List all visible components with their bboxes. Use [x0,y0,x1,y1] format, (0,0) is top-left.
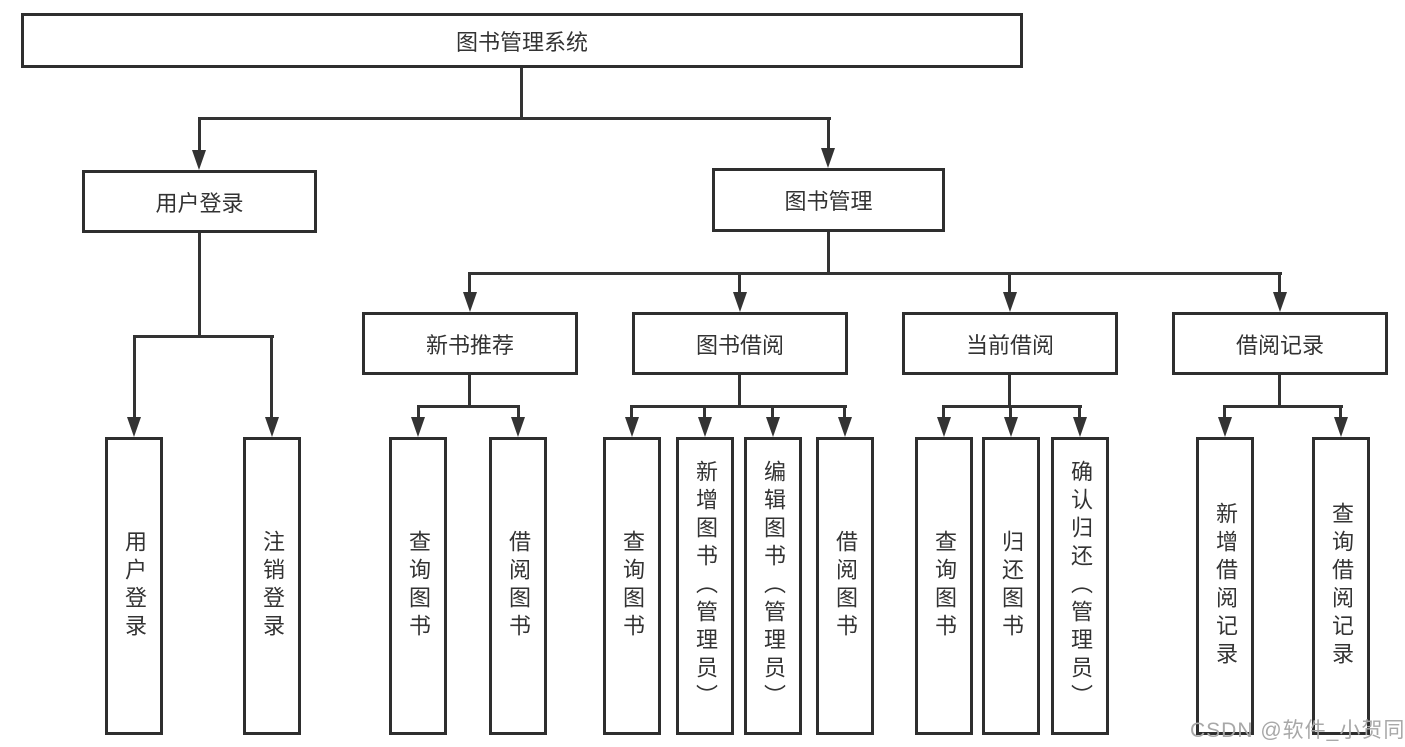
node-label: 新增借阅记录 [1213,502,1238,670]
connector-line [198,117,831,120]
connector-line [1009,405,1012,419]
node-label: 查询图书 [932,530,957,642]
arrowhead-icon [821,148,835,168]
connector-line [943,405,1082,408]
leaf-user-login: 用户登录 [105,437,163,735]
connector-line [827,117,830,152]
arrowhead-icon [766,417,780,437]
arrowhead-icon [1334,417,1348,437]
node-label: 用户登录 [155,190,244,216]
node-label: 新增图书（管理员） [693,460,718,712]
connector-line [630,405,633,419]
connector-line [198,117,201,152]
arrowhead-icon [265,417,279,437]
leaf-query-books-borrowing: 查询图书 [603,437,661,735]
connector-line [703,405,706,419]
arrowhead-icon [1073,417,1087,437]
connector-line [1224,405,1343,408]
node-label: 借阅图书 [833,530,858,642]
connector-line [133,335,136,419]
connector-line [738,272,741,294]
node-label: 查询图书 [620,530,645,642]
leaf-confirm-return-admin: 确认归还（管理员） [1051,437,1109,735]
connector-line [843,405,846,419]
connector-line [517,405,520,419]
csdn-watermark: CSDN @软件_小贺同学 [1190,714,1405,744]
node-borrowing-records: 借阅记录 [1172,312,1388,375]
node-book-management: 图书管理 [712,168,945,232]
connector-line [1278,375,1281,407]
arrowhead-icon [1273,292,1287,312]
arrowhead-icon [463,292,477,312]
arrowhead-icon [625,417,639,437]
leaf-query-borrow-record: 查询借阅记录 [1312,437,1370,735]
arrowhead-icon [192,150,206,170]
connector-line [1008,272,1011,294]
arrowhead-icon [511,417,525,437]
leaf-edit-books-admin: 编辑图书（管理员） [744,437,802,735]
arrowhead-icon [411,417,425,437]
leaf-add-borrow-record: 新增借阅记录 [1196,437,1254,735]
arrowhead-icon [733,292,747,312]
arrowhead-icon [1003,292,1017,312]
node-label: 查询图书 [406,530,431,642]
arrowhead-icon [937,417,951,437]
connector-line [133,335,274,338]
node-label: 归还图书 [999,530,1024,642]
connector-line [942,405,945,419]
connector-line [1223,405,1226,419]
connector-line [468,375,471,407]
connector-line [520,68,523,120]
node-library-system: 图书管理系统 [21,13,1023,68]
node-label: 借阅记录 [1235,332,1324,358]
node-book-borrowing: 图书借阅 [632,312,848,375]
leaf-query-books-current: 查询图书 [915,437,973,735]
node-label: 借阅图书 [506,530,531,642]
node-label: 编辑图书（管理员） [761,460,786,712]
leaf-borrow-books: 借阅图书 [816,437,874,735]
node-label: 图书借阅 [695,332,784,358]
leaf-return-books: 归还图书 [982,437,1040,735]
node-label: 查询借阅记录 [1329,502,1354,670]
connector-line [468,272,1282,275]
node-current-borrowing: 当前借阅 [902,312,1118,375]
node-label: 图书管理 [784,189,873,214]
node-new-book-recommend: 新书推荐 [362,312,578,375]
leaf-logout: 注销登录 [243,437,301,735]
leaf-borrow-books-recommend: 借阅图书 [489,437,547,735]
watermark-text: CSDN @软件_小贺同 [1190,719,1405,742]
arrowhead-icon [838,417,852,437]
connector-line [198,233,201,337]
leaf-query-books-recommend: 查询图书 [389,437,447,735]
connector-line [827,232,830,274]
connector-line [417,405,420,419]
connector-line [738,375,741,407]
connector-line [1078,405,1081,419]
node-user-login: 用户登录 [82,170,317,233]
connector-line [417,405,520,408]
connector-line [1339,405,1342,419]
arrowhead-icon [698,417,712,437]
node-label: 新书推荐 [425,332,514,358]
connector-line [270,335,273,419]
arrowhead-icon [127,417,141,437]
node-label: 当前借阅 [965,332,1054,358]
connector-line [1278,272,1281,294]
arrowhead-icon [1004,417,1018,437]
connector-line [468,272,471,294]
connector-line [631,405,847,408]
node-label: 用户登录 [122,530,147,642]
arrowhead-icon [1218,417,1232,437]
connector-line [771,405,774,419]
leaf-add-books-admin: 新增图书（管理员） [676,437,734,735]
connector-line [1008,375,1011,407]
node-label: 注销登录 [260,530,285,642]
node-label: 确认归还（管理员） [1068,460,1093,712]
node-label: 图书管理系统 [455,29,588,55]
